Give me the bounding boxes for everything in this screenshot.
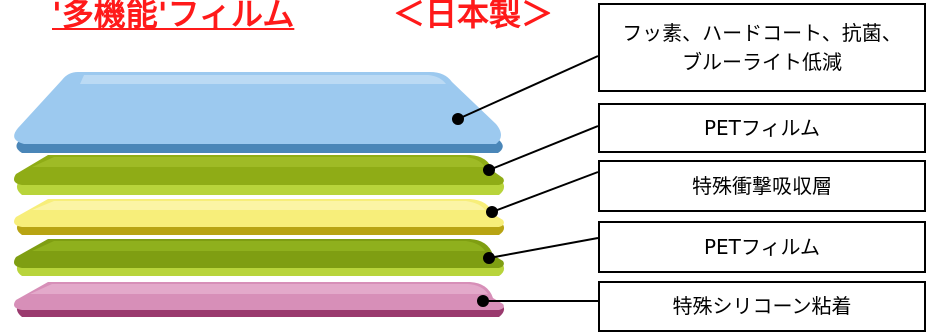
diagram-subtitle: ＜日本製＞ <box>393 0 554 33</box>
label-text: 特殊衝撃吸収層 <box>692 173 832 198</box>
label-text: 特殊シリコーン粘着 <box>672 294 852 318</box>
label-text: PETフィルム <box>703 234 821 259</box>
label-pet-film-lower: PETフィルム <box>598 221 926 273</box>
dot-silicone-adhesive <box>477 295 489 307</box>
label-silicone-adhesive: 特殊シリコーン粘着 <box>598 281 926 332</box>
dot-top-coating <box>452 113 464 125</box>
label-text: フッ素、ハードコート、抗菌、 ブルーライト低減 <box>622 20 902 74</box>
label-text: PETフィルム <box>703 115 821 140</box>
connector-lines <box>457 55 599 302</box>
dot-pet-lower <box>483 252 495 264</box>
dot-shock-absorption <box>486 206 498 218</box>
layer-pet-film-upper <box>14 155 505 195</box>
layer-top-coating <box>14 72 503 153</box>
label-shock-absorption: 特殊衝撃吸収層 <box>598 160 926 212</box>
layer-silicone-adhesive <box>14 282 505 317</box>
label-pet-film-upper: PETフィルム <box>598 103 926 153</box>
layer-shock-absorption <box>14 199 505 235</box>
diagram-title: '多機能'フィルム <box>52 0 295 33</box>
dot-pet-upper <box>483 164 495 176</box>
connector-dots <box>452 113 498 307</box>
label-top-coating: フッ素、ハードコート、抗菌、 ブルーライト低減 <box>598 3 926 92</box>
layer-pet-film-lower <box>14 239 505 276</box>
